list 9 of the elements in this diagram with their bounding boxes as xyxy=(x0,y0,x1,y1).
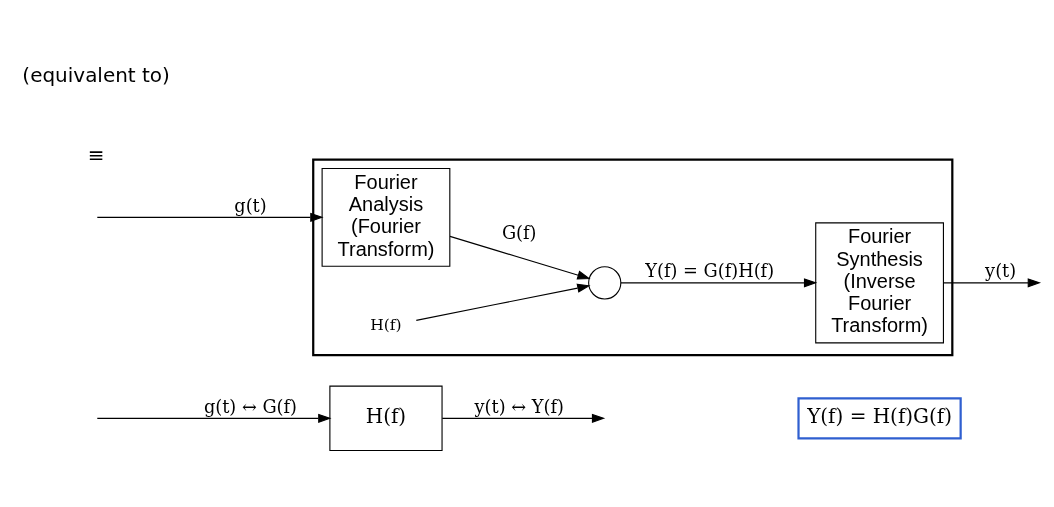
edge-label: y(t) ↔ Y(f) xyxy=(474,396,564,417)
label: (equivalent to) xyxy=(22,62,170,87)
edge-label: G(f) xyxy=(501,222,537,243)
node-text: H(f) xyxy=(370,315,402,334)
edge-label: g(t) ↔ G(f) xyxy=(203,396,298,417)
edge-label: y(t) xyxy=(985,260,1017,281)
edge-label: Y(f) = G(f)H(f) xyxy=(645,260,775,281)
edge-label: g(t) xyxy=(234,195,267,216)
label: ≡ xyxy=(87,142,105,167)
